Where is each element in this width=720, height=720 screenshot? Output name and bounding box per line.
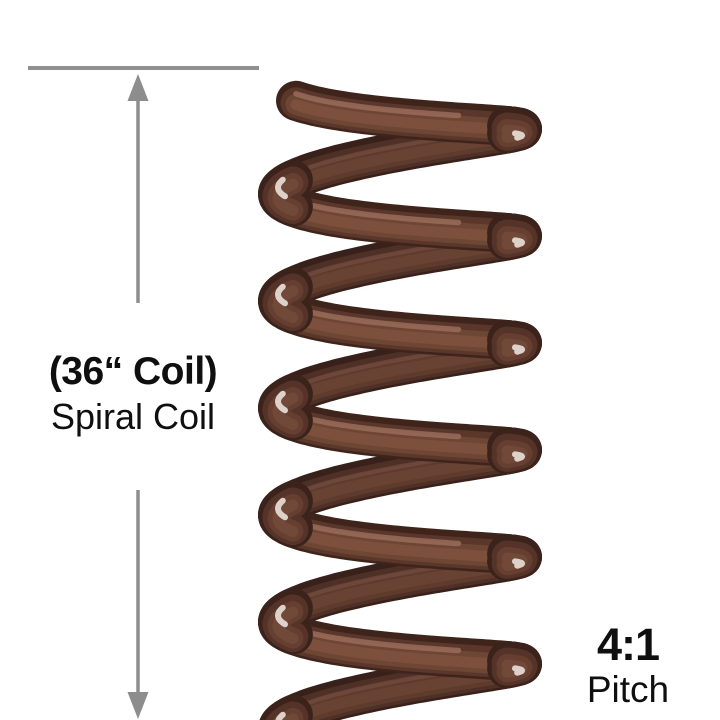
coil-size-label: (36“ Coil) [48,350,218,393]
dimension-arrows [28,66,259,719]
coil-label-block: (36“ Coil) Spiral Coil [18,350,248,437]
pitch-ratio-label: 4:1 [596,619,660,670]
pitch-label-block: 4:1 Pitch [552,621,704,710]
coil-type-label: Spiral Coil [50,395,216,437]
spiral-coil-drawing [258,80,542,720]
pitch-word-label: Pitch [586,669,670,711]
